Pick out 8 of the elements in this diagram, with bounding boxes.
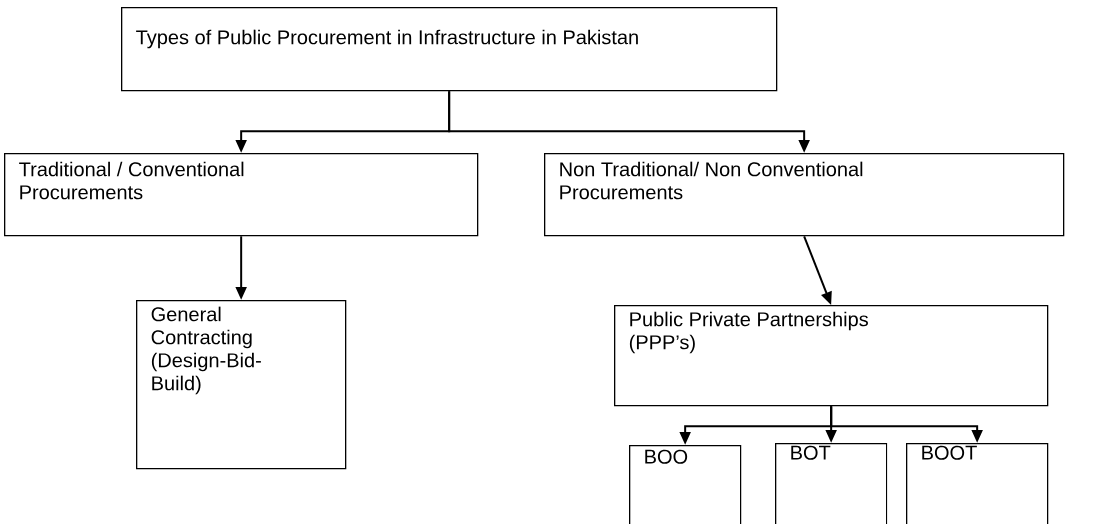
type-box: BOOT	[906, 443, 1049, 524]
type-box: BOT	[775, 443, 888, 524]
category-box: Non Traditional/ Non Conventional Procurements	[544, 153, 1065, 237]
method-box: Public Private Partnerships (PPP’s)	[614, 305, 1049, 407]
method-box: General Contracting (Design-Bid-Build)	[136, 300, 347, 470]
type-box: BOO	[629, 445, 742, 524]
category-box: Traditional / Conventional Procurements	[4, 153, 479, 237]
title-box: Types of Public Procurement in Infrastructure in Pakistan	[121, 7, 778, 92]
